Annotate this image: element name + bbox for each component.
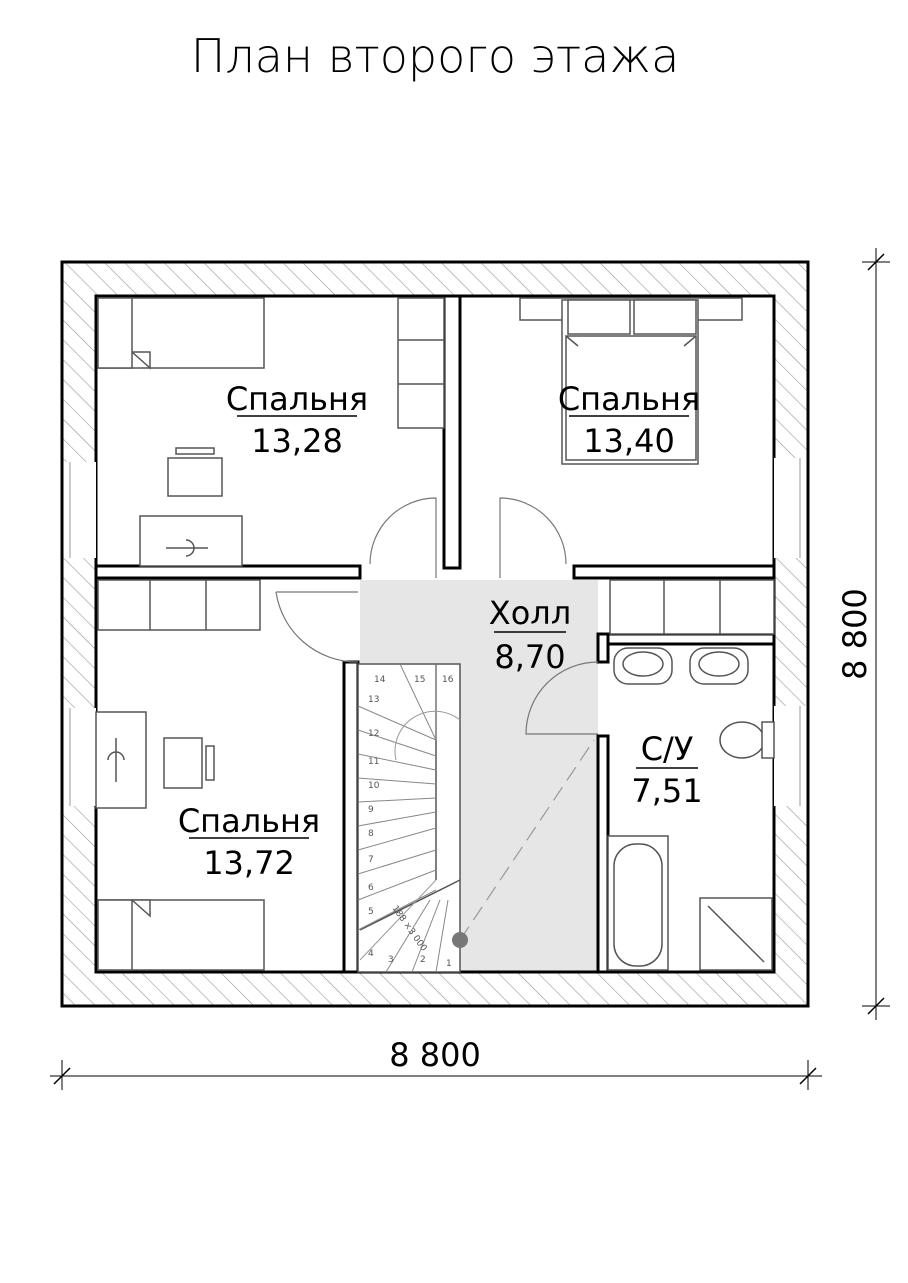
stair-step: 16 bbox=[442, 675, 454, 685]
stair-step: 12 bbox=[368, 729, 379, 739]
dimension-width: 8 800 bbox=[50, 1036, 822, 1090]
stair-step: 10 bbox=[368, 781, 380, 791]
desk-2-icon bbox=[95, 711, 147, 809]
wardrobe-2-icon bbox=[609, 579, 775, 635]
stair-step: 9 bbox=[368, 805, 374, 815]
stair-step: 4 bbox=[368, 949, 374, 959]
chair-2-icon bbox=[163, 737, 203, 789]
stair-arrow-start-icon bbox=[452, 932, 468, 948]
room-area-bedroom-3: 13,72 bbox=[203, 844, 295, 882]
stair-step: 14 bbox=[374, 675, 386, 685]
bedroom-1-furniture bbox=[97, 297, 445, 567]
stair-step: 15 bbox=[414, 675, 425, 685]
chair-icon bbox=[167, 457, 223, 497]
dimension-width-label: 8 800 bbox=[389, 1036, 481, 1074]
room-name-bedroom-3: Спальня bbox=[178, 802, 320, 840]
stair-step: 3 bbox=[388, 955, 394, 965]
stair-step: 11 bbox=[368, 757, 379, 767]
wardrobe-icon bbox=[397, 297, 445, 429]
bedroom-3-furniture bbox=[95, 579, 265, 971]
room-name-hall: Холл bbox=[489, 594, 571, 632]
room-area-bedroom-2: 13,40 bbox=[583, 422, 675, 460]
doors bbox=[275, 497, 599, 735]
stair-step: 13 bbox=[368, 695, 379, 705]
stair-step: 7 bbox=[368, 855, 374, 865]
room-area-bathroom: 7,51 bbox=[631, 772, 702, 810]
stair-step: 2 bbox=[420, 955, 426, 965]
room-name-bedroom-2: Спальня bbox=[558, 380, 700, 418]
exterior-walls bbox=[60, 260, 810, 1008]
room-name-bedroom-1: Спальня bbox=[226, 380, 368, 418]
bathroom-fixtures bbox=[607, 647, 775, 971]
plan-title: План второго этажа bbox=[191, 29, 680, 83]
stair-step: 1 bbox=[446, 959, 452, 969]
staircase bbox=[357, 663, 595, 973]
dimension-height: 8 800 bbox=[836, 248, 890, 1020]
dimension-height-label: 8 800 bbox=[836, 588, 874, 680]
bedroom-2-furniture bbox=[519, 297, 775, 635]
stair-step: 5 bbox=[368, 907, 374, 917]
toilet-icon bbox=[719, 721, 765, 759]
room-area-hall: 8,70 bbox=[494, 638, 565, 676]
room-labels: Спальня 13,28 Спальня 13,40 Холл 8,70 С/… bbox=[178, 380, 703, 882]
room-area-bedroom-1: 13,28 bbox=[251, 422, 343, 460]
wardrobe-3-icon bbox=[97, 579, 261, 631]
stair-step: 8 bbox=[368, 829, 374, 839]
room-name-bathroom: С/У bbox=[641, 730, 694, 768]
stair-step: 6 bbox=[368, 883, 374, 893]
